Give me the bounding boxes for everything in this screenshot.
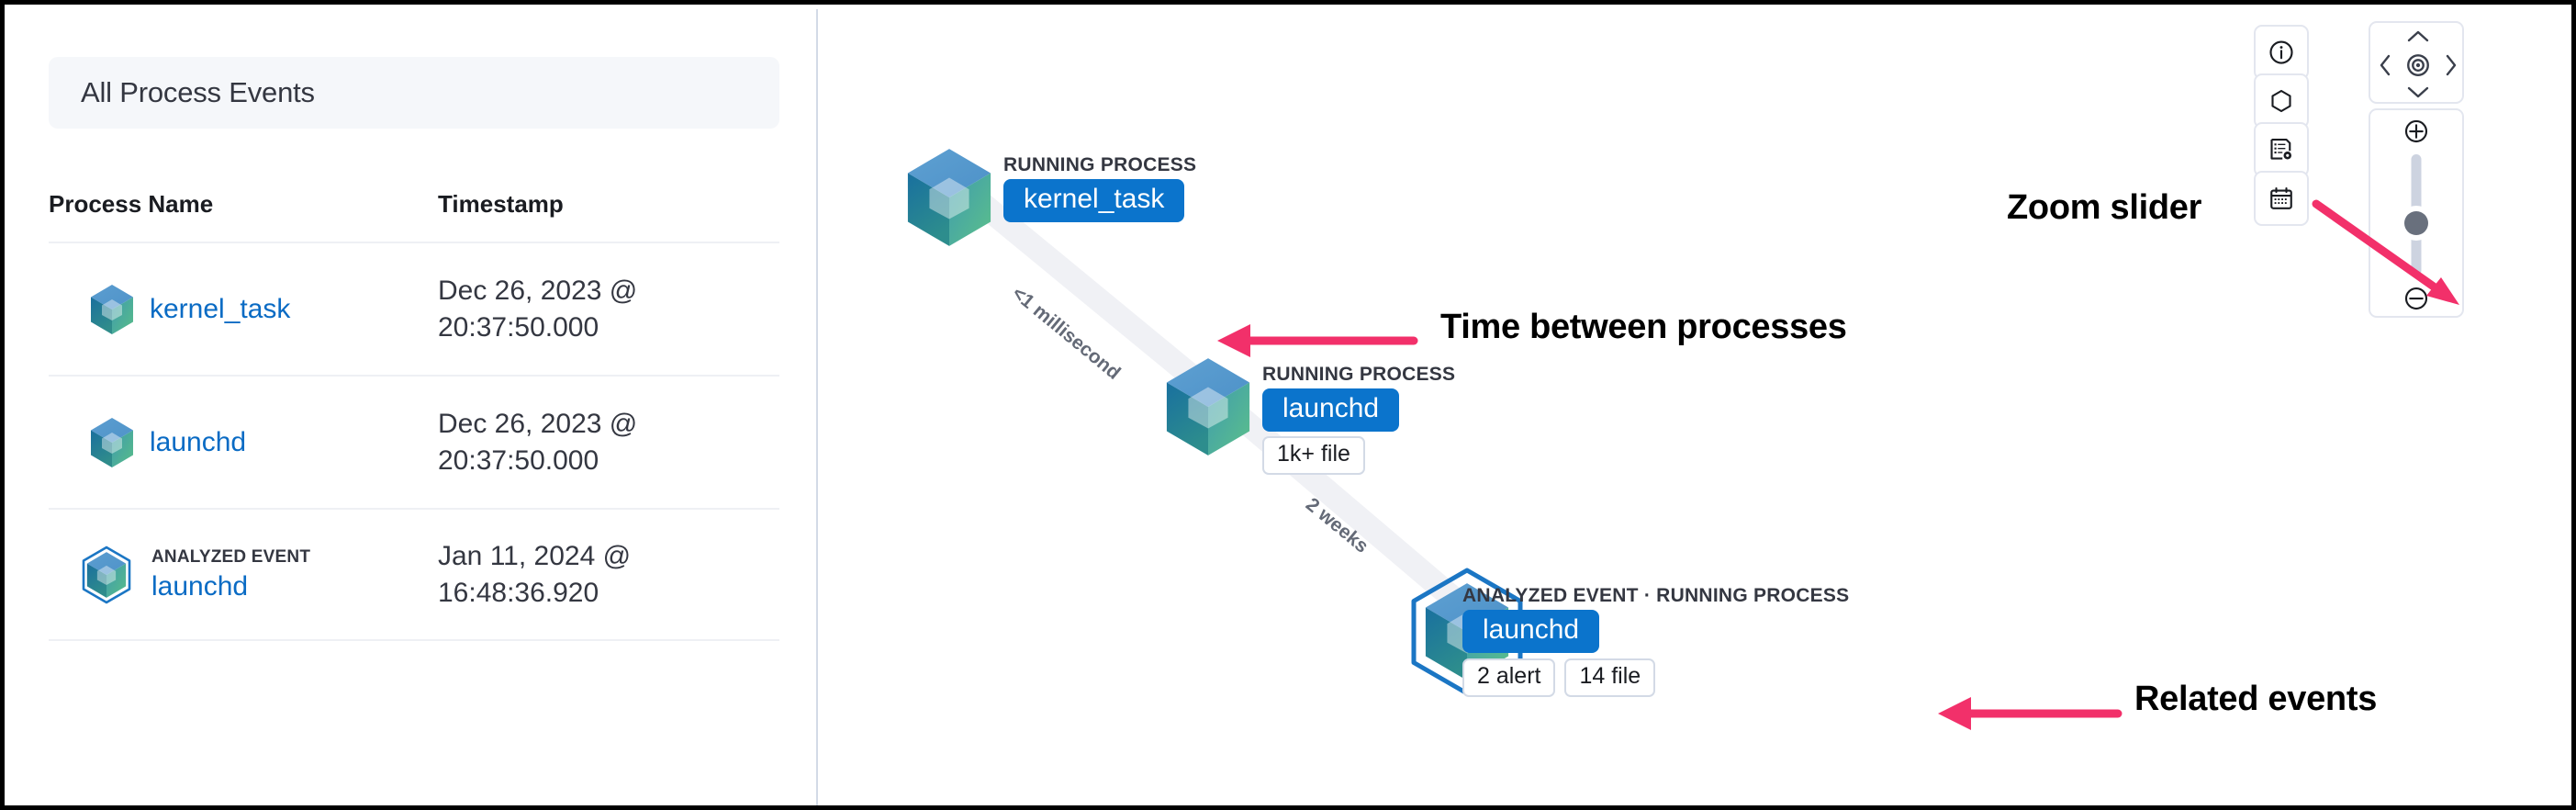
node-name-pill[interactable]: kernel_task	[1003, 179, 1185, 222]
pan-down-button[interactable]	[2401, 80, 2436, 104]
graph-node-kernel-task-label: RUNNING PROCESS kernel_task	[1003, 154, 1196, 222]
process-name-cell-text: launchd	[150, 427, 246, 458]
annotation-arrow-time-between	[1217, 324, 1418, 357]
process-cube-icon	[89, 417, 135, 468]
column-header-process-name[interactable]: Process Name	[49, 190, 214, 218]
graph-node-launchd-label: RUNNING PROCESS launchd	[1262, 364, 1455, 432]
node-name-pill[interactable]: launchd	[1262, 388, 1400, 432]
annotation-arrow-zoom-slider	[2312, 199, 2459, 305]
timestamp-date: Dec 26, 2023 @	[438, 275, 638, 306]
chevron-right-icon	[2446, 54, 2457, 76]
process-cube-icon	[89, 284, 135, 335]
date-picker-button[interactable]	[2254, 171, 2309, 226]
badge-file-count[interactable]: 14 file	[1564, 658, 1656, 697]
process-name-cell-text: ANALYZED EVENT launchd	[151, 547, 310, 602]
panel-header: All Process Events	[49, 57, 779, 129]
node-legend-button[interactable]	[2254, 73, 2309, 129]
cell-process-name: kernel_task	[89, 243, 290, 375]
cell-timestamp: Dec 26, 2023 @ 20:37:50.000	[438, 243, 637, 375]
node-name-pill[interactable]: launchd	[1462, 610, 1600, 653]
list-settings-icon	[2270, 138, 2291, 160]
badge-alert-count[interactable]: 2 alert	[1462, 658, 1556, 697]
badge-file-count[interactable]: 1k+ file	[1262, 436, 1365, 475]
pan-control[interactable]	[2369, 21, 2464, 104]
graph-node-launchd-badges: 1k+ file	[1262, 436, 1365, 475]
calendar-icon	[2270, 186, 2292, 209]
chevron-up-icon	[2407, 30, 2429, 42]
center-graph-button[interactable]	[2401, 49, 2436, 82]
center-target-icon	[2407, 54, 2429, 76]
process-graph-canvas[interactable]: <1 millisecond 2 weeks	[820, 9, 2571, 805]
hexagon-icon	[2271, 89, 2291, 113]
chevron-down-icon	[2407, 86, 2429, 98]
zoom-slider-control[interactable]	[2369, 108, 2464, 318]
graph-node-analyzed-launchd-label: ANALYZED EVENT · RUNNING PROCESS launchd	[1462, 585, 1849, 653]
process-events-panel: All Process Events Process Name Timestam…	[9, 9, 818, 805]
process-name-cell-text: kernel_task	[150, 294, 290, 325]
process-cube-icon	[1163, 356, 1253, 457]
pan-right-button[interactable]	[2438, 51, 2462, 79]
annotation-zoom-slider: Zoom slider	[2007, 188, 2202, 227]
pan-left-button[interactable]	[2374, 51, 2398, 79]
graph-toolbar	[820, 9, 2571, 805]
info-button[interactable]	[2254, 25, 2309, 80]
process-link[interactable]: launchd	[150, 426, 247, 457]
process-events-table: Process Name Timestamp	[49, 190, 779, 641]
analyzed-event-cube-icon	[76, 545, 137, 605]
pan-up-button[interactable]	[2401, 25, 2436, 49]
cell-timestamp: Jan 11, 2024 @ 16:48:36.920	[438, 510, 631, 639]
node-type-label: RUNNING PROCESS	[1262, 364, 1456, 385]
zoom-slider-thumb[interactable]	[2404, 211, 2428, 235]
table-row[interactable]: kernel_task Dec 26, 2023 @ 20:37:50.000	[49, 242, 779, 375]
timestamp-time: 20:37:50.000	[438, 444, 599, 476]
graph-node-launchd[interactable]	[1163, 356, 1253, 462]
process-link[interactable]: kernel_task	[150, 293, 291, 324]
analyzer-settings-button[interactable]	[2254, 122, 2309, 177]
node-type-label: ANALYZED EVENT · RUNNING PROCESS	[1462, 585, 1850, 606]
timestamp-time: 16:48:36.920	[438, 577, 599, 608]
column-header-timestamp[interactable]: Timestamp	[438, 190, 564, 218]
zoom-in-button[interactable]	[2402, 118, 2430, 150]
minus-circle-icon	[2404, 287, 2428, 310]
timestamp-date: Jan 11, 2024 @	[438, 540, 632, 571]
process-link[interactable]: launchd	[151, 570, 249, 602]
cell-timestamp: Dec 26, 2023 @ 20:37:50.000	[438, 377, 637, 508]
analyzed-event-badge: ANALYZED EVENT	[151, 546, 311, 567]
cell-process-name: launchd	[89, 377, 246, 508]
zoom-out-button[interactable]	[2402, 285, 2430, 317]
page-title: All Process Events	[81, 76, 315, 108]
annotation-arrow-related-events	[1938, 697, 2122, 730]
table-row[interactable]: launchd Dec 26, 2023 @ 20:37:50.000	[49, 375, 779, 508]
process-cube-icon	[904, 147, 994, 248]
plus-circle-icon	[2404, 119, 2428, 143]
graph-node-analyzed-launchd-badges: 2 alert 14 file	[1462, 658, 1656, 697]
annotation-related-events: Related events	[2134, 680, 2378, 718]
node-type-label: RUNNING PROCESS	[1003, 154, 1197, 175]
cell-process-name: ANALYZED EVENT launchd	[76, 510, 310, 639]
annotation-time-between-processes: Time between processes	[1440, 308, 1847, 346]
chevron-left-icon	[2380, 54, 2391, 76]
graph-node-kernel-task[interactable]	[904, 147, 994, 253]
table-header-row: Process Name Timestamp	[49, 190, 779, 242]
timestamp-time: 20:37:50.000	[438, 311, 599, 343]
info-icon	[2269, 40, 2293, 64]
timestamp-date: Dec 26, 2023 @	[438, 408, 638, 439]
table-row[interactable]: ANALYZED EVENT launchd Jan 11, 2024 @ 16…	[49, 508, 779, 641]
